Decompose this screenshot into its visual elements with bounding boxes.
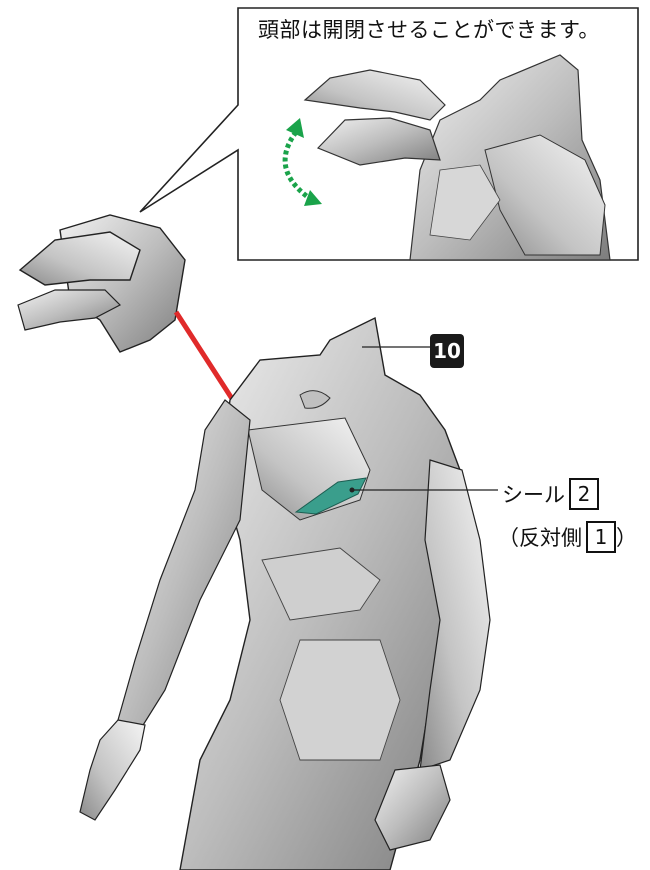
opposite-side-open: （反対側	[498, 522, 582, 552]
opposite-side-close: ）	[616, 522, 637, 552]
part-number-badge: 10	[430, 334, 464, 368]
detached-head	[18, 215, 185, 352]
callout-text: 頭部は開閉させることができます。	[258, 14, 600, 44]
sticker-number-box: 2	[569, 478, 599, 510]
opposite-side-label-row: （反対側 1 ）	[498, 521, 637, 553]
sticker-label: シール	[502, 479, 565, 509]
opposite-side-number-box: 1	[586, 521, 616, 553]
figure-body	[80, 318, 490, 870]
sticker-label-row: シール 2	[502, 478, 599, 510]
